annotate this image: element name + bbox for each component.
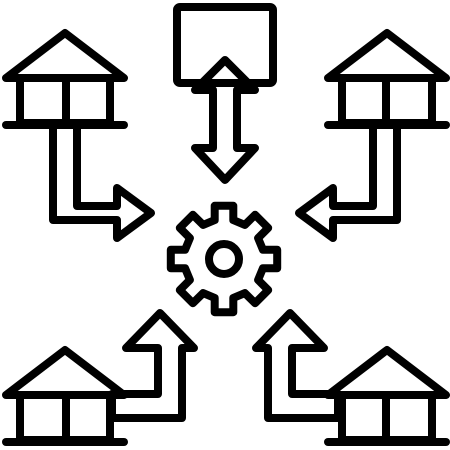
house-icon	[2, 346, 128, 446]
gear-hub	[205, 240, 243, 278]
house-icon	[324, 29, 450, 129]
house-icon	[324, 346, 450, 446]
top-document-node	[173, 3, 277, 184]
house-icon	[2, 29, 128, 129]
bent-arrow-icon	[252, 309, 342, 422]
double-arrow-icon	[191, 56, 259, 184]
gear-icon	[166, 201, 282, 317]
document-icon	[173, 3, 277, 87]
bent-arrow-icon	[108, 309, 198, 422]
bottom-left-house-node	[2, 309, 198, 446]
top-left-house-node	[2, 29, 155, 242]
bent-arrow-icon	[49, 121, 155, 242]
bent-arrow-icon	[295, 121, 401, 242]
bottom-right-house-node	[252, 309, 450, 446]
top-right-house-node	[295, 29, 450, 242]
center-gear	[166, 201, 282, 317]
